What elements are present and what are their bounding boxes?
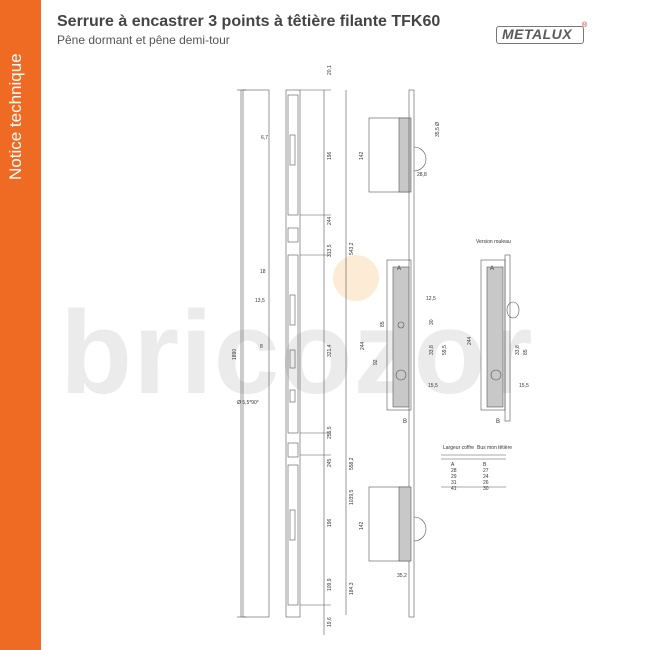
- page-subtitle: Pêne dormant et pêne demi-tour: [57, 33, 230, 47]
- dim-label: 6,7: [261, 135, 268, 141]
- table-cell: A: [451, 462, 455, 468]
- bottom-bolt-dim: 35,2: [397, 573, 407, 579]
- roller-label: B: [496, 419, 500, 425]
- center-label: A: [397, 266, 401, 272]
- logo-frame: [496, 26, 584, 44]
- top-bolt-dim: 28,8: [417, 172, 427, 178]
- table-header: Bus mon têtière: [477, 445, 512, 451]
- rail2-dim: 543,2: [349, 242, 355, 255]
- center-dim: 244: [360, 341, 366, 350]
- roller-dim: 15,5: [519, 383, 529, 389]
- top-bolt-dim: 35,5 Ø: [435, 122, 441, 137]
- table-cell: 30: [483, 486, 489, 492]
- rail2-dim: 1039,5: [349, 489, 355, 505]
- rail-dim: 321,4: [327, 344, 333, 357]
- center-dim: 12,5: [426, 296, 436, 302]
- technical-drawing: 6,7 18 13,5 8 Ø 5,5*90° 1890 20,1 196 24…: [232, 65, 529, 635]
- center-label: B: [403, 419, 407, 425]
- center-dim: 15,5: [428, 383, 438, 389]
- rail-dim: 20,1: [327, 65, 333, 75]
- rail2-dim: 184,3: [349, 582, 355, 595]
- dim-total-height: 1890: [232, 349, 238, 360]
- sidebar-band: Notice technique: [0, 0, 41, 650]
- metalux-logo: METALUX ®: [496, 22, 588, 46]
- center-dim: 59,5: [442, 345, 448, 355]
- table-cell: 29: [451, 474, 457, 480]
- top-bolt-height: 142: [359, 151, 365, 160]
- dim-label: 8: [260, 344, 263, 350]
- roller-dim: 33,8: [515, 345, 521, 355]
- logo-text: METALUX: [502, 26, 573, 42]
- rail-dim: 313,5: [327, 244, 333, 257]
- logo-registered-mark: ®: [582, 22, 588, 29]
- rail2-dim: 558,2: [349, 457, 355, 470]
- watermark-dot: [333, 255, 379, 301]
- rail-dim: 255,5: [327, 426, 333, 439]
- center-dim: 30: [429, 319, 435, 325]
- table-cell: 28: [451, 468, 457, 474]
- bottom-bolt-height: 142: [359, 521, 365, 530]
- center-dim: 33,8: [429, 345, 435, 355]
- table-cell: B: [483, 462, 487, 468]
- table-cell: 41: [451, 486, 457, 492]
- roller-dim: 85: [523, 349, 529, 355]
- rail-dim: 196: [327, 151, 333, 160]
- watermark: bricozor: [60, 287, 534, 419]
- center-dim: 92: [373, 359, 379, 365]
- rail-dim: 19,6: [327, 617, 333, 627]
- dim-label: 18: [260, 269, 266, 275]
- rail-dim: 245: [327, 458, 333, 467]
- rail-dim: 196: [327, 518, 333, 527]
- dim-label: 13,5: [255, 298, 265, 304]
- sidebar-label: Notice technique: [6, 53, 25, 180]
- roller-title: Version rouleau: [476, 239, 511, 245]
- roller-dim: 244: [467, 336, 473, 345]
- rail-dim: 244: [327, 216, 333, 225]
- table-cell: 26: [483, 480, 489, 486]
- table-cell: 24: [483, 474, 489, 480]
- page-title: Serrure à encastrer 3 points à têtière f…: [57, 13, 441, 30]
- table-cell: 27: [483, 468, 489, 474]
- table-header: Largeur coffre: [443, 445, 474, 451]
- center-dim: 85: [380, 321, 386, 327]
- roller-label: A: [490, 266, 494, 272]
- rail-dim: 109,9: [327, 578, 333, 591]
- table-cell: 31: [451, 480, 457, 486]
- dim-label: Ø 5,5*90°: [237, 400, 259, 406]
